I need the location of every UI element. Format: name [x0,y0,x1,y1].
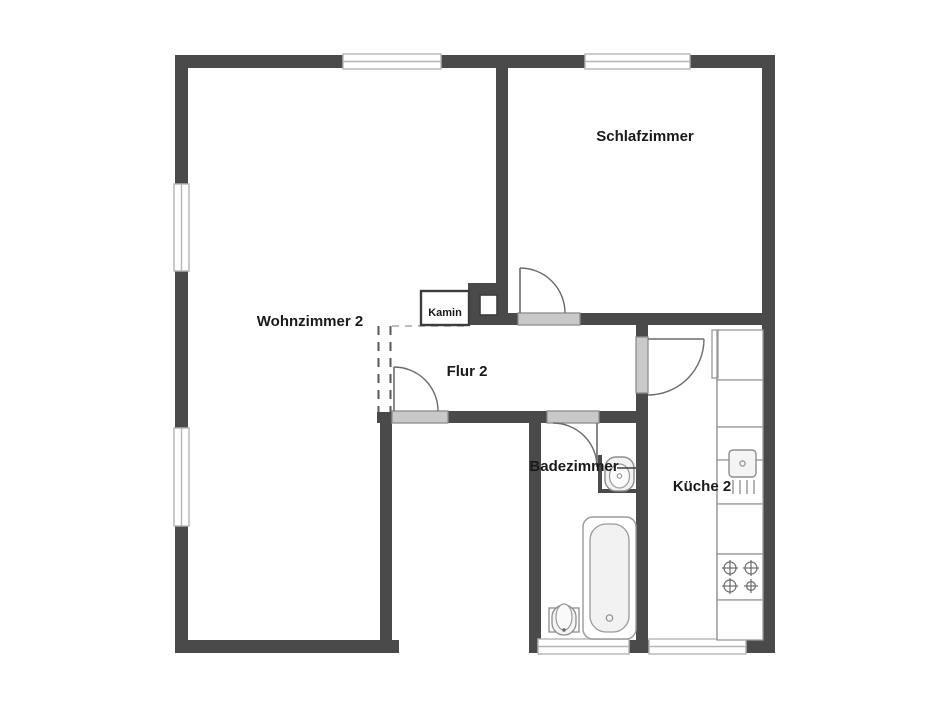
wall-flur-top-2 [580,313,775,325]
bath-niche-wall-left [598,455,602,493]
room-label-badezimmer: Badezimmer [529,458,618,475]
kamin-box [419,289,471,327]
windows-group [173,53,747,655]
kitchen-counter-5 [716,599,764,641]
wall-flur-bottom-2 [446,411,547,423]
wall-top-1 [175,55,345,68]
door-flur-leaf [391,410,449,424]
door-badezimmer-swing [552,422,598,468]
wall-top-3 [689,55,775,68]
sink-drain-icon [739,460,746,467]
window-top-right [584,53,691,70]
wall-inner-vert-top [496,55,508,283]
door-badezimmer-leaf [546,410,600,424]
room-label-kueche: Küche 2 [673,478,731,495]
wall-left-2 [175,270,188,429]
door-kueche-leaf [635,336,649,394]
wall-flur-kueche-1 [636,325,648,337]
kitchen-counter-edge [711,329,719,379]
room-labels-group: Wohnzimmer 2 Schlafzimmer Flur 2 Badezim… [257,128,731,495]
kitchen-counter-1 [716,329,764,381]
stove-icon [716,553,764,601]
window-kitchen-bottom [648,638,747,655]
kitchen-counter-2 [716,379,764,428]
sink-drainboard-icon [732,480,755,494]
room-label-schlafzimmer: Schlafzimmer [596,128,694,145]
kitchen-fixtures-group [711,329,764,641]
wall-flur-bottom-3 [598,411,648,423]
wall-flur-top-1 [508,313,518,325]
door-badezimmer[interactable] [546,410,600,468]
doors-group [391,267,705,468]
kamin-flue [479,294,498,316]
toilet-icon [548,603,580,636]
wall-right [762,55,775,653]
window-bath-bottom [537,638,630,655]
kitchen-counter-4 [716,503,764,555]
sink-icon [728,449,757,478]
bathtub-icon [582,516,637,640]
wall-bad-right [636,423,648,653]
wall-top-2 [440,55,586,68]
window-top-left [342,53,442,70]
door-kueche[interactable] [635,336,705,396]
door-schlafzimmer-swing [519,267,566,314]
wall-bottom-left [175,640,399,653]
room-label-wohnzimmer: Wohnzimmer 2 [257,313,363,330]
window-left-lower [173,427,190,527]
bathroom-fixtures-group [548,455,638,640]
wall-left-3 [175,525,188,653]
wall-kamin-bottom [468,313,508,325]
wall-left-1 [175,55,188,185]
door-schlafzimmer[interactable] [517,267,581,326]
walls-group [175,55,775,653]
washbasin-icon [604,456,635,492]
door-flur-wohnzimmer[interactable] [391,366,449,424]
window-left-upper [173,183,190,272]
door-schlafzimmer-leaf [517,312,581,326]
stove-burners-icon [722,560,759,594]
room-label-flur: Flur 2 [447,363,488,380]
room-label-kamin: Kamin [428,307,462,319]
door-flur-swing [393,366,439,412]
wall-wohnzimmer-corner [380,640,392,653]
wall-wohnzimmer-right [380,411,392,653]
fireplace-kamin [419,289,498,327]
wall-bad-left [529,411,541,653]
door-kueche-swing [647,338,705,396]
